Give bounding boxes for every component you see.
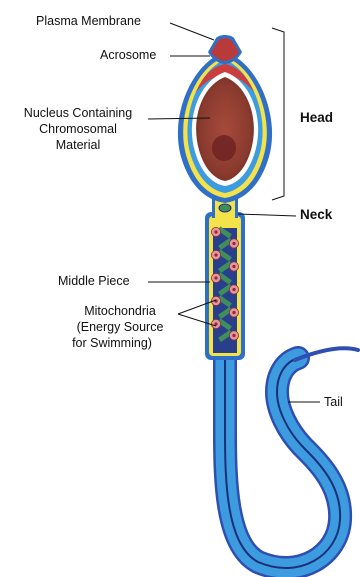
mitochondrion-core: [214, 230, 217, 233]
mitochondrion-core: [232, 288, 235, 291]
middle-piece-label: Middle Piece: [58, 274, 130, 289]
nucleus-label-line3: Material: [56, 138, 100, 153]
neck-label: Neck: [300, 207, 332, 222]
mitochondrion-core: [214, 322, 217, 325]
mitochondrion-core: [214, 276, 217, 279]
chromosomal-material: [212, 135, 236, 161]
mitochondrion-core: [232, 242, 235, 245]
tail-label: Tail: [324, 395, 343, 410]
tail: [225, 348, 358, 568]
nucleus-label-line1: Nucleus Containing: [24, 106, 132, 121]
nucleus-label-line2: Chromosomal: [39, 122, 117, 137]
mitochondrion-core: [232, 334, 235, 337]
centriole: [219, 204, 231, 212]
plasma-membrane-label: Plasma Membrane: [36, 14, 141, 29]
mitochondrion-core: [214, 253, 217, 256]
neck-leader: [238, 214, 296, 216]
mitochondrion-core: [232, 311, 235, 314]
head-label: Head: [300, 110, 333, 125]
head: [178, 35, 272, 203]
head-bracket: [272, 28, 284, 200]
mitochondrion-core: [232, 265, 235, 268]
acrosome-label: Acrosome: [100, 48, 156, 63]
mitochondria-label-line1: Mitochondria: [84, 304, 156, 319]
tail-fill: [225, 350, 340, 568]
mitochondria-label-line3: for Swimming): [72, 336, 152, 351]
mitochondria-label-line2: (Energy Source: [77, 320, 164, 335]
middle-piece: [205, 212, 245, 360]
plasma-membrane-leader: [170, 23, 214, 40]
